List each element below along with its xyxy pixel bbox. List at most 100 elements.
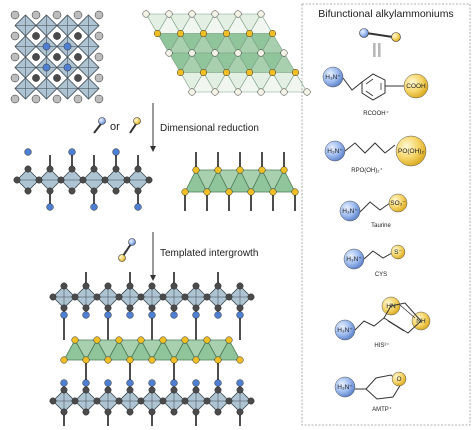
band-node [203,336,211,344]
apical-atom [214,408,222,416]
band-node [82,356,90,364]
amine-head-ball [334,376,356,398]
amine-head [192,379,200,387]
amine-head [82,379,90,387]
corner-atom [74,74,82,82]
apical-atom [236,304,244,312]
corner-atom [74,32,82,40]
lattice-node [199,68,208,77]
bridge-atom [137,397,145,405]
lattice-node [234,49,242,57]
amine-head [24,148,32,156]
lattice-node [176,29,185,38]
amine-head [46,203,54,211]
corner-atom [53,74,61,82]
amine-head [82,311,90,319]
lattice-node [142,10,150,18]
band-node [137,336,145,344]
ribbon-node [236,166,244,174]
ribbon-node [181,188,189,196]
corner-atom [10,10,20,20]
corner-atom [31,94,41,104]
apical-atom [24,187,32,195]
bridge-atom [115,293,123,301]
or-label: or [110,121,120,133]
bridge-atom [93,293,101,301]
apical-atom [46,165,54,173]
linker-icon-yellow [129,117,141,134]
triangle-ribbon [181,152,299,211]
apical-atom [82,386,90,394]
ring-atom-label: O [396,376,401,383]
band-node [225,336,233,344]
apical-atom [82,304,90,312]
band-node [159,336,167,344]
molecule-his: H₃N⁺ HN NH HIS²⁺ [334,296,431,349]
band-node [93,336,101,344]
bridge-atom [145,176,153,184]
perovskite-3d-lattice [10,10,104,104]
apical-atom [82,408,90,416]
apical-atom [214,304,222,312]
triangular-lattice [142,10,311,96]
band-node [214,356,222,364]
ribbon-node [269,188,277,196]
bridge-atom [57,176,65,184]
apical-atom [126,282,134,290]
lattice-node [257,88,265,96]
corner-atom [74,53,82,61]
band-triangle [217,339,241,361]
apical-atom [192,408,200,416]
amine-head [126,379,134,387]
apical-atom [60,408,68,416]
bridge-atom [49,397,57,405]
ribbon-triangle [272,169,296,193]
corner-atom [31,10,41,20]
lattice-node [153,29,162,38]
lattice-node [291,68,300,77]
lattice-node [268,68,277,77]
a-site-cation [42,63,51,72]
acid-tail-label: PO(OH)₂ [398,148,424,155]
ribbon-node [225,188,233,196]
bridge-atom [247,293,255,301]
corner-atom [94,94,104,104]
ring-oxygen-ball [391,371,407,387]
acid-tail-ball [395,135,427,167]
corner-atom [94,31,104,41]
lattice-node [245,68,254,77]
amine-head-label: H₃N⁺ [327,148,343,155]
bridge-atom [137,293,145,301]
bridge-atom [203,397,211,405]
band-node [148,356,156,364]
step-label-templated-intergrowth: Templated intergrowth [160,248,258,259]
apical-atom [134,165,142,173]
apical-atom [104,386,112,394]
molecule-label-taurine: Taurine [371,223,391,229]
apical-atom [126,408,134,416]
band-node [181,336,189,344]
molecule-label-rpo-oh2: RPO(OH)₂⁺ [351,167,383,174]
amine-head [214,311,222,319]
lattice-node [211,49,219,57]
bridge-atom [101,176,109,184]
molecule-cys: H₃N⁺ S⁻ CYS [343,244,406,278]
apical-atom [148,304,156,312]
apical-atom [134,187,142,195]
lattice-node [222,68,231,77]
acid-tail-ball [403,73,429,99]
bridge-atom [159,293,167,301]
corner-atom [73,10,83,20]
amine-head [192,311,200,319]
arrow-down-1 [150,103,156,152]
bridge-atom [225,397,233,405]
lattice-triangle [283,71,308,93]
corner-atom [10,52,20,62]
amine-head [60,311,68,319]
lattice-node [257,49,265,57]
apical-atom [82,282,90,290]
apical-atom [112,165,120,173]
band-node [115,336,123,344]
lattice-node [303,88,311,96]
acid-tail-label: SO₃⁻ [390,200,406,207]
